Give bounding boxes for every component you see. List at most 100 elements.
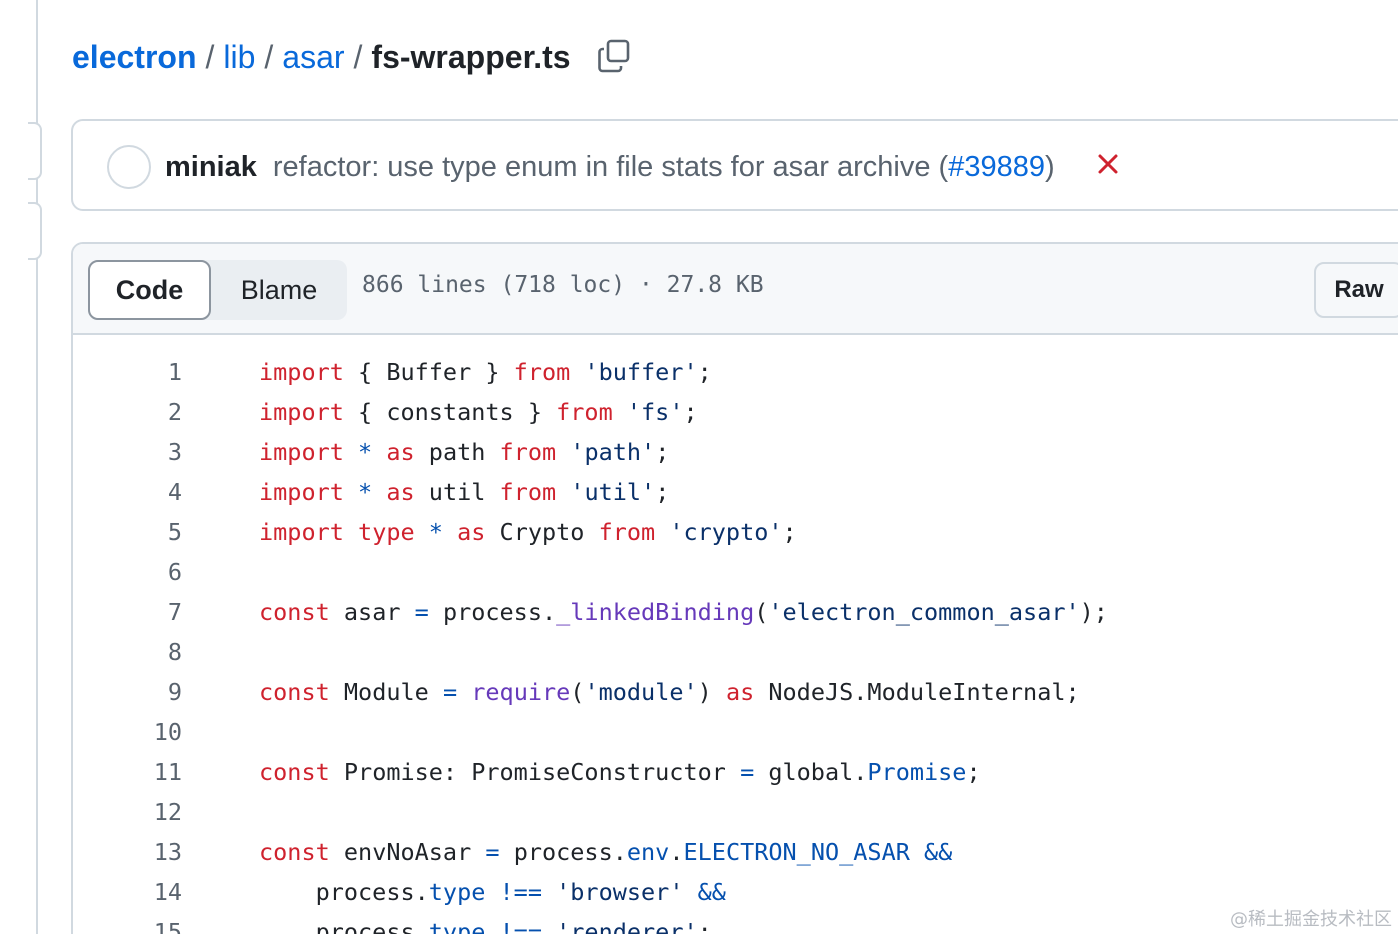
- left-panel-border: [28, 0, 42, 934]
- breadcrumb-separator: /: [264, 38, 274, 75]
- line-content: const Module = require('module') as Node…: [259, 672, 1080, 712]
- code-token: =: [485, 838, 500, 866]
- code-token: from: [499, 478, 557, 506]
- breadcrumb-repo-link[interactable]: electron: [72, 38, 197, 75]
- code-token: [683, 878, 697, 906]
- commit-message-end: ): [1045, 150, 1055, 183]
- code-token: from: [513, 358, 571, 386]
- line-number[interactable]: 12: [153, 798, 182, 826]
- commit-message[interactable]: refactor: use type enum in file stats fo…: [272, 150, 949, 183]
- side-panel-tab[interactable]: [28, 202, 42, 260]
- code-token: [344, 438, 358, 466]
- line-number[interactable]: 7: [167, 598, 182, 626]
- line-number[interactable]: 15: [153, 918, 182, 934]
- code-token: (: [754, 598, 769, 626]
- line-content: import { constants } from 'fs';: [259, 392, 698, 432]
- code-token: type: [428, 878, 486, 906]
- code-token: .: [669, 838, 684, 866]
- line-content: const envNoAsar = process.env.ELECTRON_N…: [259, 832, 952, 872]
- commit-author[interactable]: miniak: [165, 150, 257, 183]
- line-number[interactable]: 5: [167, 518, 182, 546]
- code-token: 'path': [570, 438, 656, 466]
- file-info: 866 lines (718 loc) · 27.8 KB: [362, 272, 764, 298]
- breadcrumb-dir-link[interactable]: lib: [223, 38, 256, 75]
- code-token: [344, 518, 358, 546]
- code-token: [556, 478, 570, 506]
- breadcrumb-dir-link[interactable]: asar: [282, 38, 345, 75]
- line-number[interactable]: 1: [167, 358, 182, 386]
- code-token: const: [259, 598, 330, 626]
- code-token: );: [1079, 598, 1108, 626]
- line-number[interactable]: 3: [167, 438, 182, 466]
- line-number[interactable]: 10: [153, 718, 182, 746]
- raw-button[interactable]: Raw: [1314, 262, 1398, 318]
- code-token: [542, 918, 556, 934]
- code-line: 3 import * as path from 'path';: [73, 432, 1398, 472]
- commit-pr-link[interactable]: #39889: [948, 150, 1045, 183]
- code-token: ELECTRON_NO_ASAR: [683, 838, 910, 866]
- code-token: [443, 518, 457, 546]
- line-number[interactable]: 4: [167, 478, 182, 506]
- line-number[interactable]: 14: [153, 878, 182, 906]
- copy-path-button[interactable]: [596, 38, 634, 74]
- code-token: 'module': [584, 678, 698, 706]
- code-token: 'fs': [626, 398, 684, 426]
- code-line: 2 import { constants } from 'fs';: [73, 392, 1398, 432]
- line-number[interactable]: 8: [167, 638, 182, 666]
- code-token: const: [259, 758, 330, 786]
- file-viewer: Code Blame 866 lines (718 loc) · 27.8 KB…: [71, 242, 1398, 934]
- line-number[interactable]: 9: [167, 678, 182, 706]
- line-number[interactable]: 11: [153, 758, 182, 786]
- code-token: import: [259, 358, 344, 386]
- code-token: util: [414, 478, 500, 506]
- code-token: 'browser': [556, 878, 684, 906]
- line-number[interactable]: 2: [167, 398, 182, 426]
- code-token: NodeJS.ModuleInternal;: [754, 678, 1080, 706]
- code-token: global.: [754, 758, 868, 786]
- side-panel-tab[interactable]: [28, 122, 42, 180]
- code-token: path: [414, 438, 500, 466]
- tab-blame[interactable]: Blame: [240, 274, 318, 305]
- breadcrumb-separator: /: [205, 38, 215, 75]
- code-line: 12: [73, 792, 1398, 832]
- code-token: Module: [329, 678, 443, 706]
- code-line: 14 process.type !== 'browser' &&: [73, 872, 1398, 912]
- code-token: [655, 518, 669, 546]
- latest-commit-box: miniak refactor: use type enum in file s…: [71, 119, 1398, 211]
- watermark: @稀土掘金技术社区: [1230, 909, 1392, 930]
- code-token: as: [457, 518, 486, 546]
- breadcrumb-separator: /: [353, 38, 363, 75]
- code-token: ;: [697, 918, 712, 934]
- breadcrumb-file-name: fs-wrapper.ts: [371, 38, 571, 75]
- code-token: =: [414, 598, 429, 626]
- line-content: process.type !== 'renderer';: [259, 912, 712, 934]
- code-token: process.: [499, 838, 627, 866]
- code-token: [372, 478, 386, 506]
- code-token: as: [725, 678, 755, 706]
- code-token: &&: [697, 878, 726, 906]
- code-token: [570, 358, 584, 386]
- code-token: envNoAsar: [329, 838, 486, 866]
- code-token: [344, 478, 358, 506]
- tab-code[interactable]: Code: [88, 260, 211, 320]
- line-number[interactable]: 6: [167, 558, 182, 586]
- code-token: [457, 678, 471, 706]
- code-token: !==: [499, 918, 542, 934]
- code-token: [556, 438, 570, 466]
- author-avatar[interactable]: [107, 145, 151, 189]
- code-line: 13 const envNoAsar = process.env.ELECTRON…: [73, 832, 1398, 872]
- code-token: (: [570, 678, 585, 706]
- x-icon[interactable]: [1097, 153, 1119, 175]
- code-token: const: [259, 678, 330, 706]
- code-token: type: [428, 918, 486, 934]
- code-token: asar: [329, 598, 415, 626]
- code-token: Promise: [867, 758, 967, 786]
- line-number[interactable]: 13: [153, 838, 182, 866]
- code-token: ): [697, 678, 726, 706]
- code-token: as: [386, 478, 415, 506]
- line-content: import * as path from 'path';: [259, 432, 669, 472]
- code-token: *: [358, 478, 373, 506]
